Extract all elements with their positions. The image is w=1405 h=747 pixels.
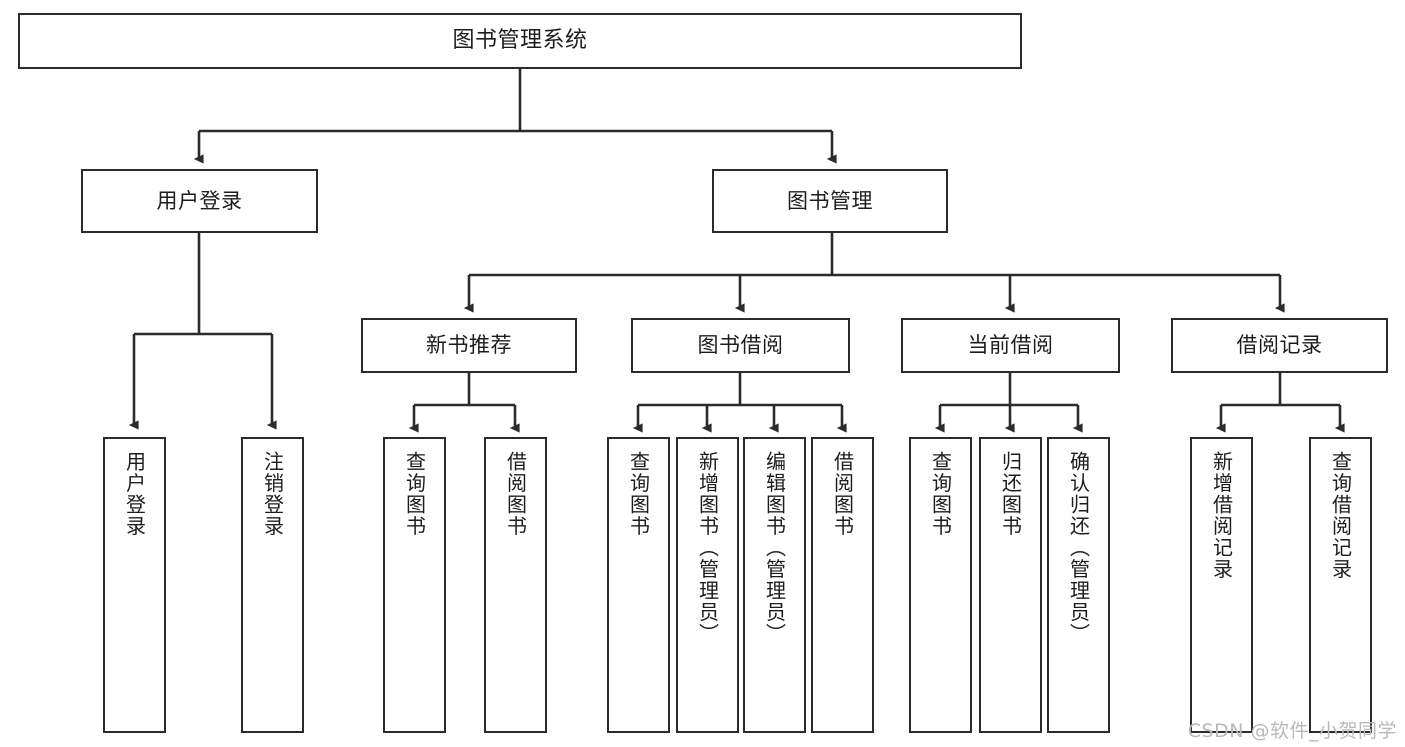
leaf-return-book-label: 归还图书 [998, 451, 1023, 537]
node-user-login-label: 用户登录 [156, 188, 243, 213]
node-book-manage[interactable]: 图书管理 [712, 169, 948, 233]
leaf-borrow-book-2[interactable]: 借阅图书 [811, 437, 874, 733]
node-new-book-rec-label: 新书推荐 [426, 333, 512, 358]
leaf-user-login[interactable]: 用户登录 [103, 437, 166, 733]
leaf-user-logout-label: 注销登录 [260, 451, 285, 537]
leaf-query-book-1-label: 查询图书 [402, 451, 427, 537]
leaf-query-record-label: 查询借阅记录 [1328, 451, 1353, 580]
node-borrow-record-label: 借阅记录 [1236, 333, 1323, 358]
leaf-query-book-1[interactable]: 查询图书 [383, 437, 446, 733]
leaf-user-login-label: 用户登录 [122, 451, 147, 537]
leaf-query-book-2-label: 查询图书 [626, 451, 651, 537]
leaf-add-book[interactable]: 新增图书（管理员） [676, 437, 739, 733]
leaf-edit-book-label: 编辑图书（管理员） [762, 451, 787, 645]
leaf-query-book-2[interactable]: 查询图书 [607, 437, 670, 733]
leaf-return-book[interactable]: 归还图书 [979, 437, 1042, 733]
leaf-confirm-return-label: 确认归还（管理员） [1066, 451, 1091, 645]
node-book-borrow-label: 图书借阅 [697, 333, 784, 358]
node-root-label: 图书管理系统 [452, 28, 588, 54]
leaf-borrow-book-1[interactable]: 借阅图书 [484, 437, 547, 733]
node-book-manage-label: 图书管理 [787, 188, 873, 213]
leaf-edit-book[interactable]: 编辑图书（管理员） [743, 437, 806, 733]
leaf-add-record[interactable]: 新增借阅记录 [1190, 437, 1253, 733]
watermark-text: CSDN @软件_小贺同学 [1187, 720, 1397, 742]
leaf-borrow-book-2-label: 借阅图书 [830, 451, 855, 537]
leaf-query-record[interactable]: 查询借阅记录 [1309, 437, 1372, 733]
leaf-query-book-3[interactable]: 查询图书 [909, 437, 972, 733]
node-current-borrow-label: 当前借阅 [967, 333, 1054, 358]
node-user-login[interactable]: 用户登录 [81, 169, 318, 233]
leaf-user-logout[interactable]: 注销登录 [241, 437, 304, 733]
node-current-borrow[interactable]: 当前借阅 [901, 318, 1120, 373]
leaf-add-book-label: 新增图书（管理员） [695, 451, 720, 645]
node-borrow-record[interactable]: 借阅记录 [1171, 318, 1388, 373]
node-root[interactable]: 图书管理系统 [18, 13, 1022, 69]
leaf-confirm-return[interactable]: 确认归还（管理员） [1047, 437, 1110, 733]
node-book-borrow[interactable]: 图书借阅 [631, 318, 850, 373]
leaf-borrow-book-1-label: 借阅图书 [503, 451, 528, 537]
leaf-add-record-label: 新增借阅记录 [1209, 451, 1234, 580]
node-new-book-rec[interactable]: 新书推荐 [361, 318, 577, 373]
leaf-query-book-3-label: 查询图书 [928, 451, 953, 537]
